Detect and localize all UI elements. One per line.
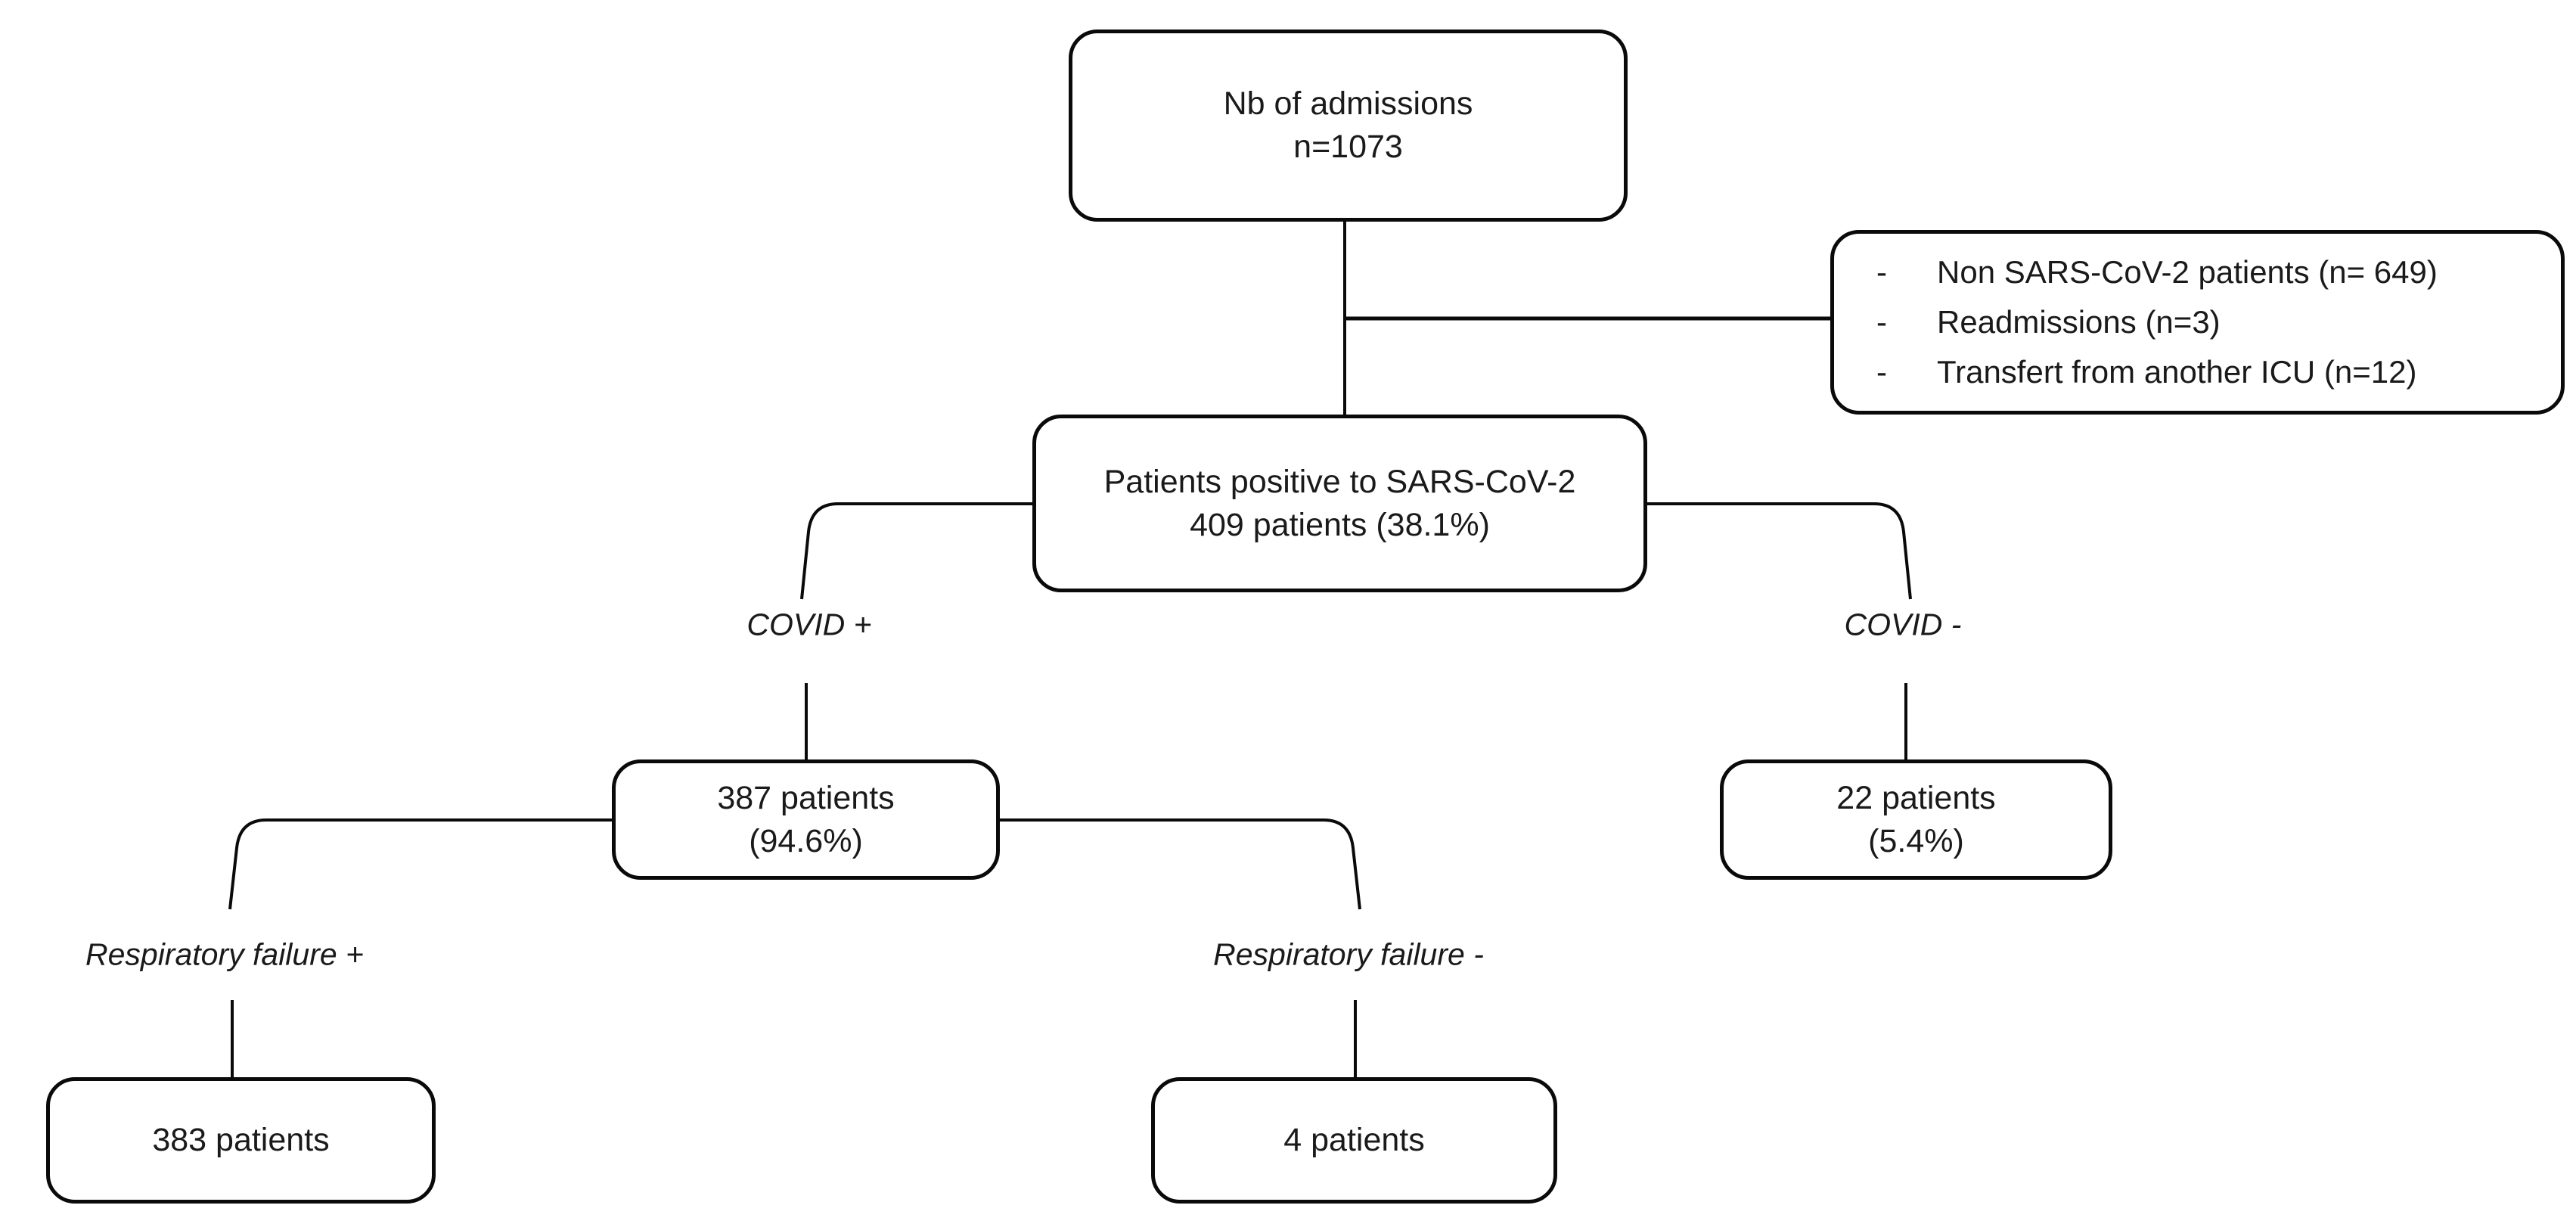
node-exclusions: - Non SARS-CoV-2 patients (n= 649) - Rea… [1830,230,2565,415]
exclusion-bullet: - [1876,304,1887,340]
exclusion-item-text: Non SARS-CoV-2 patients (n= 649) [1937,254,2438,290]
node-resp-failure-positive-line1: 383 patients [152,1122,330,1159]
connector-covid-pos-to-resp-pos-upper [228,818,612,910]
node-resp-failure-negative-line1: 4 patients [1283,1122,1425,1159]
branch-label-covid-positive: COVID + [746,607,872,642]
exclusion-item-text: Transfert from another ICU (n=12) [1937,354,2417,390]
node-admissions: Nb of admissions n=1073 [1069,30,1628,222]
branch-label-resp-failure-negative: Respiratory failure - [1213,936,1484,972]
node-sars-positive-line1: Patients positive to SARS-CoV-2 [1103,463,1576,500]
connector-positive-to-covid-pos-upper [800,502,1032,600]
node-sars-positive: Patients positive to SARS-CoV-2 409 pati… [1032,415,1647,592]
connector-positive-to-covid-neg-upper [1647,502,1912,600]
exclusion-bullet: - [1876,354,1887,390]
node-covid-negative-line2: (5.4%) [1868,822,1964,859]
node-sars-positive-line2: 409 patients (38.1%) [1190,506,1490,543]
branch-label-covid-negative: COVID - [1844,607,1962,642]
node-admissions-line2: n=1073 [1293,129,1403,165]
node-resp-failure-positive: 383 patients [46,1077,436,1204]
node-admissions-line1: Nb of admissions [1223,85,1473,123]
connector-covid-pos-to-resp-neg-upper [1000,818,1361,910]
branch-label-resp-failure-positive: Respiratory failure + [85,936,365,972]
node-covid-negative-line1: 22 patients [1836,779,1996,816]
exclusion-item: - Transfert from another ICU (n=12) [1834,347,2561,397]
node-covid-positive-line2: (94.6%) [749,822,863,859]
node-covid-negative: 22 patients (5.4%) [1720,759,2112,880]
exclusion-item-text: Readmissions (n=3) [1937,304,2221,340]
exclusion-bullet: - [1876,254,1887,290]
node-covid-positive: 387 patients (94.6%) [612,759,1000,880]
exclusion-item: - Readmissions (n=3) [1834,297,2561,347]
node-resp-failure-negative: 4 patients [1151,1077,1557,1204]
exclusion-item: - Non SARS-CoV-2 patients (n= 649) [1834,247,2561,297]
node-covid-positive-line1: 387 patients [717,779,895,816]
